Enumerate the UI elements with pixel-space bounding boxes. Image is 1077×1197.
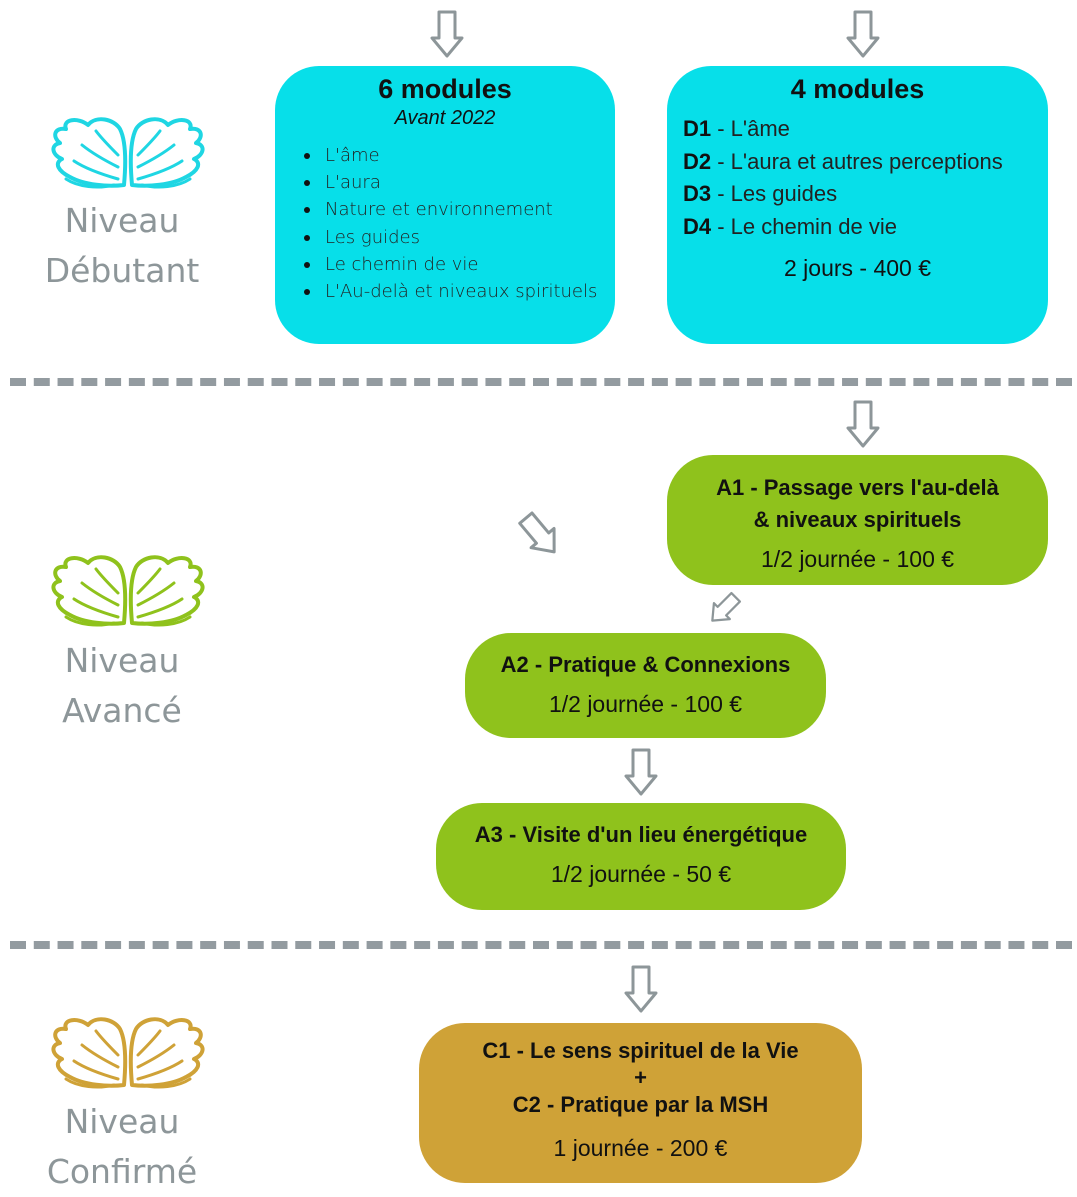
wings-icon-confirme <box>51 1017 205 1089</box>
separator-top <box>10 378 1072 386</box>
module-c2-title: C2 - Pratique par la MSH <box>512 1092 769 1117</box>
old-program-module-list: L'âme L'aura Nature et environnement Les… <box>275 142 615 305</box>
list-item: D3 - Les guides <box>683 181 838 206</box>
new-program-price: 2 jours - 400 € <box>783 255 932 281</box>
old-program-subtitle: Avant 2022 <box>394 107 496 129</box>
wings-icon-debutant <box>51 117 205 189</box>
module-a1-price: 1/2 journée - 100 € <box>760 546 955 572</box>
module-a1-box: A1 - Passage vers l'au-delà & niveaux sp… <box>667 455 1048 585</box>
module-a1-title-line2: & niveaux spirituels <box>753 507 962 532</box>
arrow-down-icon <box>430 10 464 58</box>
list-item: Le chemin de vie <box>301 251 615 278</box>
level-label-confirme: Niveau Confirmé <box>46 1102 198 1191</box>
list-item: Les guides <box>301 224 615 251</box>
list-item: L'Au-delà et niveaux spirituels <box>301 278 615 305</box>
module-a2-title: A2 - Pratique & Connexions <box>500 652 791 677</box>
arrow-diagonal-down-left-icon <box>703 588 745 630</box>
level-label-debutant: Niveau Débutant <box>44 201 200 290</box>
module-c-price: 1 journée - 200 € <box>553 1135 728 1161</box>
new-program-module-list: D1 - L'âme D2 - L'aura et autres percept… <box>667 113 1048 243</box>
arrow-down-icon <box>624 748 658 796</box>
module-a3-title: A3 - Visite d'un lieu énergétique <box>474 822 808 847</box>
plus-sign: + <box>634 1065 647 1090</box>
new-program-box: 4 modules D1 - L'âme D2 - L'aura et autr… <box>667 66 1048 344</box>
list-item: D4 - Le chemin de vie <box>683 213 897 239</box>
module-a3-box: A3 - Visite d'un lieu énergétique 1/2 jo… <box>436 803 846 910</box>
wings-icon-avance <box>51 555 205 627</box>
module-a2-box: A2 - Pratique & Connexions 1/2 journée -… <box>465 633 826 738</box>
module-a1-title-line1: A1 - Passage vers l'au-delà <box>716 475 999 500</box>
new-program-title: 4 modules <box>790 74 925 104</box>
arrow-down-icon <box>846 10 880 58</box>
list-item: L'âme <box>301 142 615 169</box>
list-item: D1 - L'âme <box>683 116 790 141</box>
old-program-box: 6 modules Avant 2022 L'âme L'aura Nature… <box>275 66 615 344</box>
old-program-title: 6 modules <box>378 74 512 104</box>
separator-bottom <box>10 941 1072 949</box>
list-item: L'aura <box>301 169 615 196</box>
module-a3-price: 1/2 journée - 50 € <box>550 861 732 887</box>
list-item: D2 - L'aura et autres perceptions <box>683 148 1003 174</box>
module-c1-title: C1 - Le sens spirituel de la Vie <box>482 1038 799 1063</box>
module-a2-price: 1/2 journée - 100 € <box>548 691 743 717</box>
level-label-avance: Niveau Avancé <box>62 641 182 730</box>
arrow-diagonal-down-right-icon <box>512 507 568 563</box>
arrow-down-icon <box>846 400 880 448</box>
arrow-down-icon <box>624 965 658 1013</box>
list-item: Nature et environnement <box>301 196 615 223</box>
module-c-box: C1 - Le sens spirituel de la Vie + C2 - … <box>419 1023 862 1183</box>
